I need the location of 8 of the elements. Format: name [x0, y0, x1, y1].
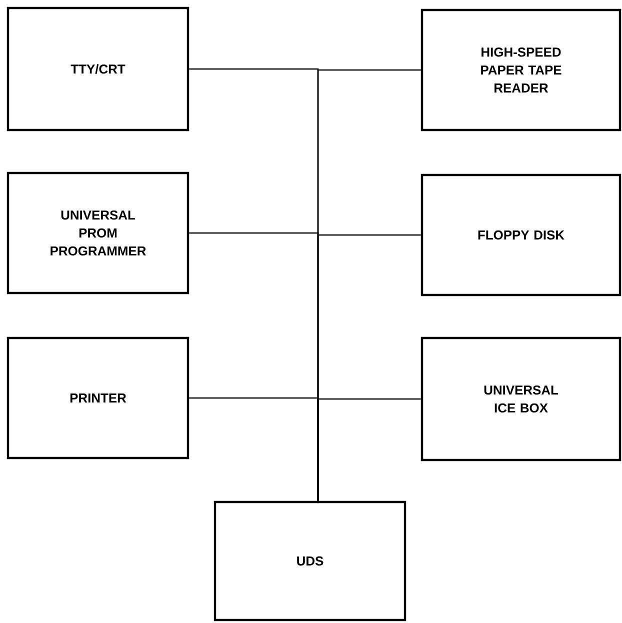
device-box: UDS	[214, 500, 406, 622]
device-box: HIGH-SPEED PAPER TAPE READER	[420, 8, 622, 132]
device-box: FLOPPY DISK	[420, 174, 622, 296]
device-box: TTY/CRT	[6, 6, 190, 132]
bus-line	[317, 398, 421, 501]
device-box: UNIVERSAL PROM PROGRAMMER	[6, 172, 190, 294]
device-box: UNIVERSAL ICE BOX	[420, 336, 622, 462]
device-box: PRINTER	[6, 336, 190, 460]
